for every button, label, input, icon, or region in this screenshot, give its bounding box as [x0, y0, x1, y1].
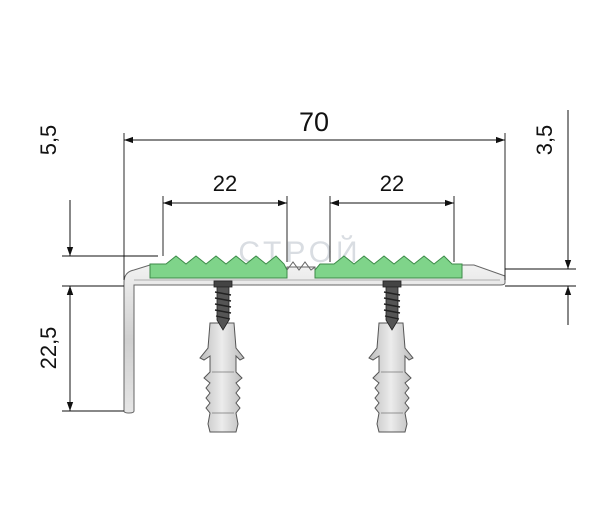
- screw-right: [382, 280, 402, 331]
- dowel-left: [199, 322, 245, 433]
- aluminium-profile: [123, 264, 506, 414]
- dimension-top-height: 5,5: [36, 125, 158, 300]
- screw-left: [213, 280, 233, 331]
- dimension-insert-left-label: 22: [213, 171, 237, 196]
- dimension-leg-height: 22,5: [36, 286, 124, 412]
- dimension-insert-right: 22: [329, 171, 455, 262]
- fastener-left: [199, 280, 245, 433]
- anti-slip-insert-right: [314, 255, 463, 279]
- dimension-total-width-label: 70: [299, 107, 329, 137]
- insert-left-body: [149, 255, 288, 279]
- dimension-top-height-label: 5,5: [36, 125, 61, 156]
- fastener-right: [368, 280, 414, 433]
- anti-slip-insert-left: [149, 255, 288, 279]
- insert-right-body: [314, 255, 463, 279]
- dimension-leg-height-label: 22,5: [36, 327, 61, 370]
- profile-center-ridge: [286, 261, 316, 271]
- dimension-right-height: 3,5: [505, 110, 576, 325]
- dimension-right-height-label: 3,5: [532, 125, 557, 156]
- dowel-right: [368, 322, 414, 433]
- dimension-total-width: 70: [123, 107, 506, 280]
- dimension-insert-left: 22: [162, 171, 288, 262]
- dimension-insert-right-label: 22: [380, 171, 404, 196]
